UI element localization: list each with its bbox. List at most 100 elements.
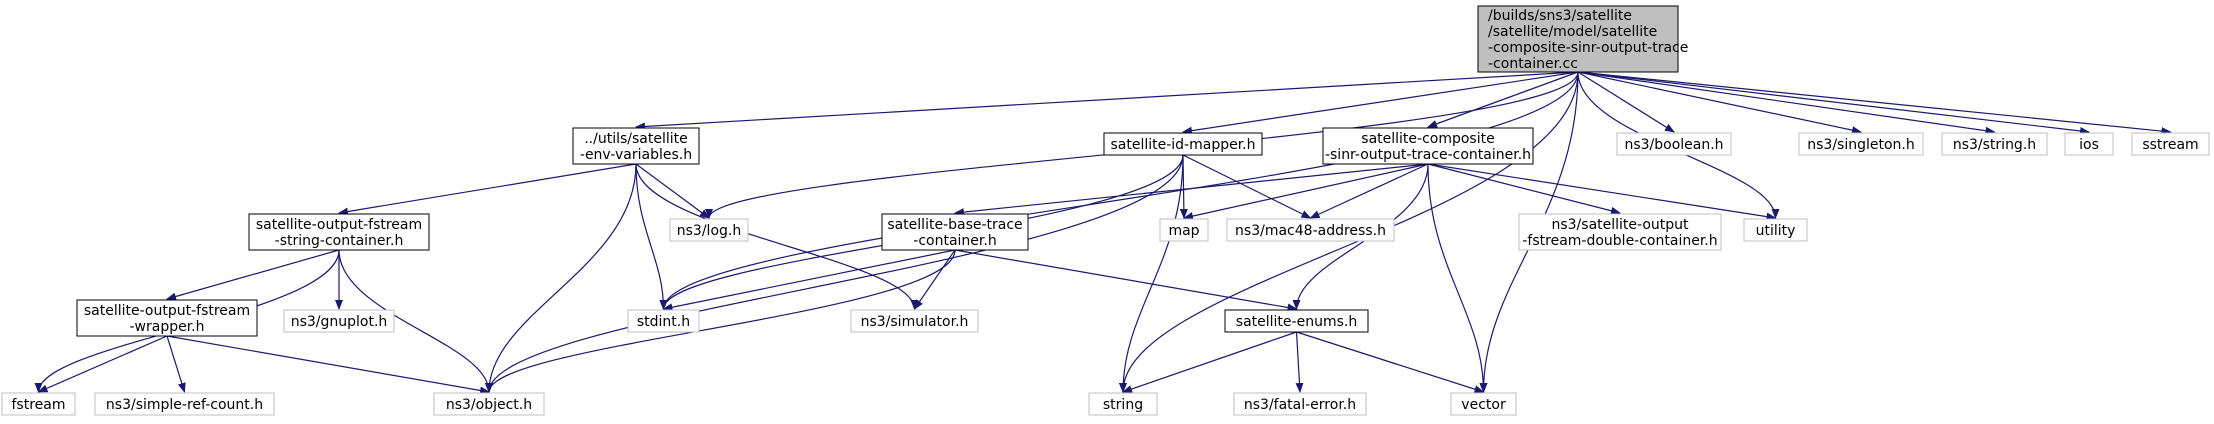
node-box-ios — [2064, 132, 2114, 156]
node-box-gnuplot — [283, 309, 395, 333]
node-box-map — [1159, 218, 1209, 242]
node-box-root — [1477, 5, 1679, 73]
edge-root-to-ns3_string — [1577, 71, 1996, 135]
edge-composite_sinr-to-enums — [1292, 163, 1429, 310]
edge-enums-to-string — [1122, 331, 1297, 393]
node-ns3_singleton: ns3/singleton.h — [1798, 132, 1924, 156]
node-map: map — [1159, 218, 1209, 242]
node-label-fatal_error-line-0: ns3/fatal-error.h — [1244, 397, 1356, 413]
node-box-stdint — [627, 309, 700, 333]
node-label-ns3_boolean-line-0: ns3/boolean.h — [1624, 137, 1723, 153]
edge-composite_sinr-to-fstream_double — [1427, 163, 1621, 215]
node-label-ns3_singleton-line-0: ns3/singleton.h — [1807, 137, 1915, 153]
node-fstream_wrapper[interactable]: satellite-output-fstream-wrapper.h — [76, 299, 258, 337]
node-box-ns3_singleton — [1798, 132, 1924, 156]
node-utils_env[interactable]: ../utils/satellite-env-variables.h — [572, 127, 700, 165]
nodes-layer: /builds/sns3/satellite/satellite/model/s… — [1, 5, 2210, 416]
node-label-enums-line-0: satellite-enums.h — [1236, 314, 1357, 330]
node-label-ns3_log-line-0: ns3/log.h — [677, 223, 741, 239]
node-ios: ios — [2064, 132, 2114, 156]
edge-id_mapper-to-object — [485, 154, 1184, 393]
node-label-root-line-0: /builds/sns3/satellite — [1488, 8, 1632, 24]
node-label-fstream_wrapper-line-1: -wrapper.h — [129, 319, 204, 335]
node-composite_sinr[interactable]: satellite-composite-sinr-output-trace-co… — [1322, 127, 1534, 165]
node-label-composite_sinr-line-1: -sinr-output-trace-container.h — [1325, 147, 1531, 163]
edge-utils_env-to-simulator — [635, 163, 919, 310]
edge-fstream_string-to-object — [338, 249, 493, 393]
node-stdint: stdint.h — [627, 309, 700, 333]
node-label-utility-line-0: utility — [1756, 223, 1796, 239]
node-label-root-line-1: /satellite/model/satellite — [1488, 24, 1657, 40]
node-base_trace[interactable]: satellite-base-trace-container.h — [881, 213, 1029, 251]
node-sstream: sstream — [2131, 132, 2210, 156]
node-label-stdint-line-0: stdint.h — [637, 314, 690, 330]
edge-fstream_wrapper-to-simple_ref — [166, 335, 186, 393]
edge-fstream_wrapper-to-object — [166, 335, 490, 395]
node-label-composite_sinr-line-0: satellite-composite — [1361, 131, 1494, 147]
edge-base_trace-to-simulator — [913, 249, 956, 310]
node-box-simple_ref — [94, 392, 275, 416]
node-id_mapper[interactable]: satellite-id-mapper.h — [1103, 132, 1263, 156]
node-fstream_string[interactable]: satellite-output-fstream-string-containe… — [248, 213, 430, 251]
node-box-enums — [1224, 309, 1369, 333]
node-simple_ref: ns3/simple-ref-count.h — [94, 392, 275, 416]
node-label-fstream-line-0: fstream — [12, 397, 66, 413]
node-label-id_mapper-line-0: satellite-id-mapper.h — [1110, 137, 1255, 153]
node-box-fstream_double — [1518, 213, 1722, 251]
node-label-simple_ref-line-0: ns3/simple-ref-count.h — [106, 397, 263, 413]
edge-root-to-string — [1119, 71, 1579, 393]
node-label-fstream_string-line-1: -string-container.h — [275, 233, 404, 249]
edge-enums-to-vector — [1296, 331, 1485, 394]
node-simulator: ns3/simulator.h — [850, 309, 979, 333]
node-label-vector-line-0: vector — [1461, 397, 1506, 413]
edge-composite_sinr-to-map — [1183, 163, 1429, 220]
edge-base_trace-to-stdint — [662, 249, 956, 312]
node-label-fstream_wrapper-line-0: satellite-output-fstream — [84, 303, 250, 319]
node-label-base_trace-line-1: -container.h — [913, 233, 996, 249]
edge-root-to-ns3_boolean — [1577, 71, 1675, 133]
node-mac48: ns3/mac48-address.h — [1226, 218, 1395, 242]
edge-base_trace-to-object — [485, 249, 956, 393]
edge-utils_env-to-ns3_log — [635, 163, 710, 219]
node-utility: utility — [1743, 218, 1808, 242]
edge-composite_sinr-to-vector — [1427, 163, 1488, 393]
node-string: string — [1088, 392, 1158, 416]
node-box-utils_env — [572, 127, 700, 165]
node-box-string — [1088, 392, 1158, 416]
node-gnuplot: ns3/gnuplot.h — [283, 309, 395, 333]
node-box-utility — [1743, 218, 1808, 242]
node-label-string-line-0: string — [1103, 397, 1143, 413]
node-box-object — [433, 392, 545, 416]
node-label-base_trace-line-0: satellite-base-trace — [887, 217, 1022, 233]
node-fatal_error: ns3/fatal-error.h — [1233, 392, 1367, 416]
node-box-mac48 — [1226, 218, 1395, 242]
node-label-sstream-line-0: sstream — [2142, 137, 2198, 153]
node-enums[interactable]: satellite-enums.h — [1224, 309, 1369, 333]
node-label-ios-line-0: ios — [2079, 137, 2099, 153]
edge-utils_env-to-fstream_string — [338, 163, 637, 216]
node-box-fstream_wrapper — [76, 299, 258, 337]
edge-root-to-composite_sinr — [1427, 71, 1579, 128]
node-label-object-line-0: ns3/object.h — [446, 397, 532, 413]
edge-root-to-id_mapper — [1182, 71, 1579, 135]
node-label-fstream_double-line-1: -fstream-double-container.h — [1522, 233, 1717, 249]
node-box-sstream — [2131, 132, 2210, 156]
node-label-utils_env-line-0: ../utils/satellite — [584, 131, 688, 147]
node-root[interactable]: /builds/sns3/satellite/satellite/model/s… — [1477, 5, 1688, 73]
node-label-map-line-0: map — [1168, 223, 1199, 239]
edge-fstream_wrapper-to-fstream — [37, 335, 168, 393]
node-box-ns3_boolean — [1616, 132, 1732, 156]
node-object: ns3/object.h — [433, 392, 545, 416]
node-box-fstream — [1, 392, 76, 416]
edge-root-to-ns3_singleton — [1577, 71, 1862, 135]
edge-root-to-stdint — [659, 71, 1579, 310]
edge-utils_env-to-object — [485, 163, 637, 393]
node-label-mac48-line-0: ns3/mac48-address.h — [1235, 223, 1386, 239]
node-fstream: fstream — [1, 392, 76, 416]
node-ns3_log: ns3/log.h — [669, 218, 749, 242]
node-label-root-line-3: -container.cc — [1488, 56, 1578, 72]
edge-id_mapper-to-string — [1119, 154, 1184, 393]
node-label-fstream_double-line-0: ns3/satellite-output — [1551, 217, 1689, 233]
